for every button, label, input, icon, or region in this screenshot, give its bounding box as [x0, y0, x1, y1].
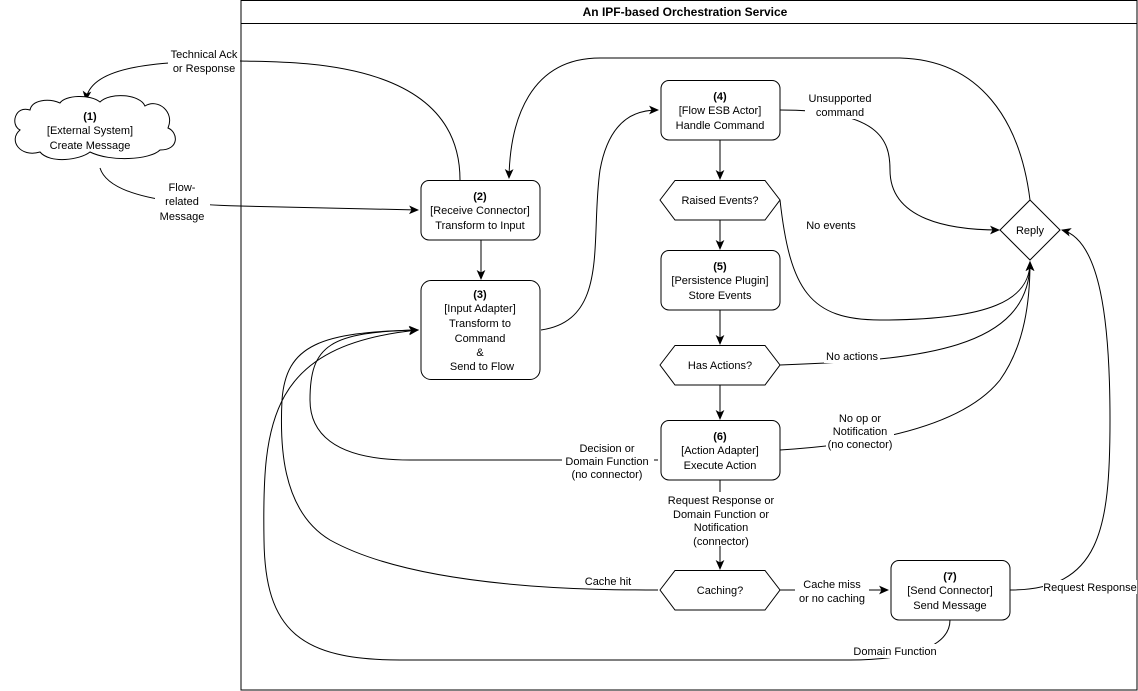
edge-decision	[309, 325, 658, 461]
edge-label-request-response: Request Response	[1043, 580, 1137, 594]
reply-node	[999, 199, 1061, 261]
svg-text:[External System]: [External System]	[47, 125, 133, 137]
svg-text:command: command	[816, 107, 864, 119]
svg-text:Request Response or: Request Response or	[668, 495, 775, 507]
has-actions-text: Has Actions?	[688, 360, 752, 372]
svg-text:Cache miss: Cache miss	[803, 579, 861, 591]
svg-text:(5): (5)	[713, 261, 727, 273]
send-connector-node	[890, 560, 1011, 621]
caching-text: Caching?	[697, 585, 743, 597]
svg-text:Decision or: Decision or	[579, 443, 634, 455]
input-adapter-text: (3) [Input Adapter] Transform to Command…	[444, 289, 516, 373]
svg-text:Cache hit: Cache hit	[585, 576, 631, 588]
input-adapter-node	[420, 280, 541, 380]
svg-text:[Send Connector]: [Send Connector]	[907, 585, 993, 597]
flow-esb-actor-text: (4) [Flow ESB Actor] Handle Command	[676, 91, 765, 132]
svg-text:Has Actions?: Has Actions?	[688, 360, 752, 372]
edge-label-flow-related: Flow- related Message	[155, 180, 210, 223]
action-adapter-text: (6) [Action Adapter] Execute Action	[681, 431, 759, 472]
svg-text:&: &	[476, 347, 484, 359]
svg-text:Store Events: Store Events	[689, 290, 752, 302]
svg-text:[Persistence Plugin]: [Persistence Plugin]	[671, 275, 768, 287]
send-connector-text: (7) [Send Connector] Send Message	[907, 571, 993, 612]
svg-text:Notification: Notification	[694, 522, 748, 534]
edge-label-cache-hit: Cache hit	[580, 574, 636, 588]
svg-text:related: related	[165, 196, 199, 208]
svg-text:(6): (6)	[713, 431, 727, 443]
svg-text:(no conector): (no conector)	[828, 439, 893, 451]
svg-text:[Action Adapter]: [Action Adapter]	[681, 445, 759, 457]
svg-text:[Input Adapter]: [Input Adapter]	[444, 303, 516, 315]
edge-reply-to-receive	[504, 57, 1031, 201]
svg-text:Handle Command: Handle Command	[676, 120, 765, 132]
svg-text:or no caching: or no caching	[799, 593, 865, 605]
svg-text:or Response: or Response	[173, 63, 235, 75]
external-system-text: (1) [External System] Create Message	[47, 111, 133, 152]
svg-text:Command: Command	[455, 333, 506, 345]
flow-esb-actor-node	[660, 80, 781, 141]
external-system-node	[14, 95, 176, 160]
edge-label-unsupported: Unsupported command	[805, 91, 875, 119]
container-title: An IPF-based Orchestration Service	[583, 5, 788, 19]
edge-label-no-actions: No actions	[824, 349, 880, 363]
svg-text:Unsupported: Unsupported	[809, 93, 872, 105]
svg-text:Domain Function: Domain Function	[853, 646, 936, 658]
svg-text:(1): (1)	[83, 111, 97, 123]
svg-text:Execute Action: Execute Action	[684, 460, 757, 472]
svg-text:Technical Ack: Technical Ack	[171, 49, 238, 61]
has-actions-node	[659, 345, 781, 386]
svg-text:No events: No events	[806, 220, 856, 232]
svg-text:No op or: No op or	[839, 413, 882, 425]
edge-cache-hit	[280, 325, 659, 591]
cloud-shape	[14, 95, 176, 160]
svg-text:(2): (2)	[473, 191, 487, 203]
edge-label-request-response-connector: Request Response or Domain Function or N…	[662, 492, 778, 548]
edge-label-cache-miss: Cache miss or no caching	[795, 576, 869, 606]
svg-text:Request Response: Request Response	[1043, 582, 1137, 594]
svg-text:(no connector): (no connector)	[572, 469, 643, 481]
svg-text:No actions: No actions	[826, 351, 878, 363]
edge-request-response	[1009, 228, 1111, 591]
persistence-plugin-text: (5) [Persistence Plugin] Store Events	[671, 261, 768, 302]
edge-technical-ack	[82, 60, 461, 181]
svg-text:(4): (4)	[713, 91, 727, 103]
svg-text:[Flow ESB Actor]: [Flow ESB Actor]	[679, 105, 762, 117]
svg-text:Send Message: Send Message	[913, 600, 986, 612]
action-adapter-node	[660, 420, 781, 481]
svg-text:Flow-: Flow-	[169, 182, 196, 194]
receive-connector-text: (2) [Receive Connector] Transform to Inp…	[430, 191, 530, 232]
svg-text:Notification: Notification	[833, 426, 887, 438]
edge-no-events	[779, 199, 1035, 321]
edge-label-decision: Decision or Domain Function (no connecto…	[562, 441, 654, 481]
svg-text:Reply: Reply	[1016, 225, 1045, 237]
svg-text:Send to Flow: Send to Flow	[450, 361, 514, 373]
edge-label-no-op: No op or Notification (no conector)	[826, 411, 894, 451]
edges	[82, 57, 1111, 661]
svg-text:Transform to Input: Transform to Input	[435, 220, 524, 232]
svg-text:Create Message: Create Message	[50, 140, 131, 152]
svg-text:(connector): (connector)	[693, 536, 749, 548]
svg-text:(7): (7)	[943, 571, 957, 583]
edge-label-technical-ack: Technical Ack or Response	[168, 46, 240, 75]
raised-events-text: Raised Events?	[681, 195, 758, 207]
svg-text:Message: Message	[160, 211, 205, 223]
svg-text:Domain Function: Domain Function	[565, 456, 648, 468]
svg-text:Domain Function or: Domain Function or	[673, 509, 769, 521]
receive-connector-node	[420, 180, 541, 241]
svg-text:Transform to: Transform to	[449, 318, 511, 330]
raised-events-node	[659, 180, 781, 221]
svg-text:[Receive Connector]: [Receive Connector]	[430, 205, 530, 217]
edge-label-domain-function: Domain Function	[850, 644, 940, 658]
edge-label-no-events: No events	[804, 217, 858, 232]
svg-text:Raised Events?: Raised Events?	[681, 195, 758, 207]
svg-text:(3): (3)	[473, 289, 487, 301]
reply-text: Reply	[1016, 225, 1045, 237]
persistence-plugin-node	[660, 250, 781, 311]
caching-node	[659, 570, 781, 611]
edge-input-to-flow	[540, 105, 659, 331]
svg-text:Caching?: Caching?	[697, 585, 743, 597]
